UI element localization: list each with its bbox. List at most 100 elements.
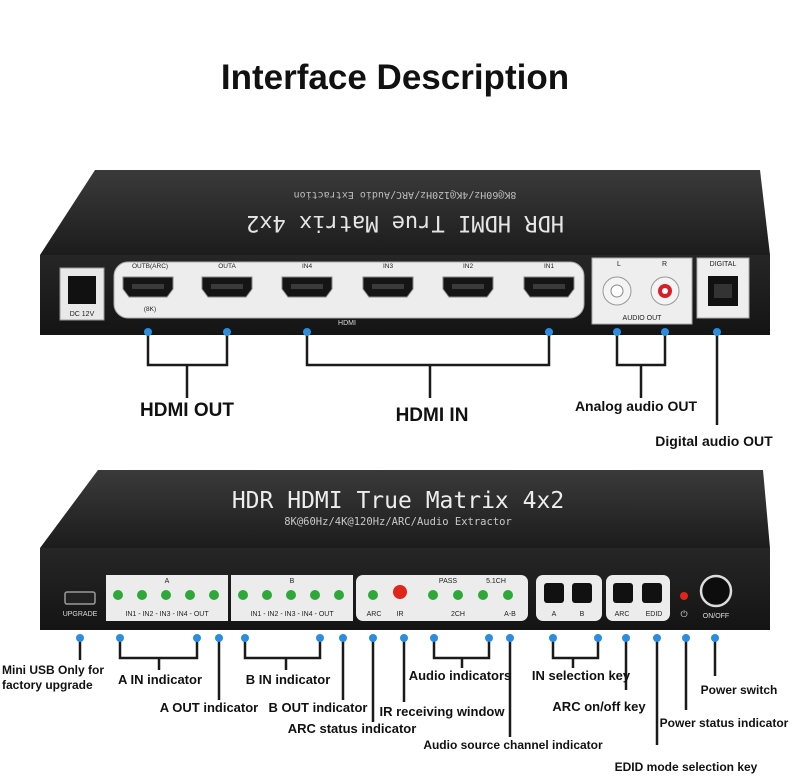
callout-hdmi-out: HDMI OUT: [140, 400, 234, 421]
rca-right-center-icon: [662, 288, 668, 294]
power-symbol-icon: ⏻: [680, 609, 687, 620]
hdmi-port-pins-icon: [372, 284, 404, 289]
dot-icon: [116, 634, 124, 642]
callout-edid-key: EDID mode selection key: [614, 760, 758, 774]
dot-icon: [369, 634, 377, 642]
led-indicator-icon: [262, 590, 272, 600]
green-leds: [113, 590, 513, 600]
rear-callout-dots: [144, 328, 721, 336]
rear-panel: HDR HDMI True Matrix 4x2 8K@60Hz/4K@120H…: [40, 170, 770, 335]
key-edid-label: EDID: [646, 611, 663, 618]
dot-icon: [223, 328, 231, 336]
group-a-led-labels: IN1 - IN2 - IN3 - IN4 - OUT: [125, 611, 209, 618]
key-arc-button[interactable]: [613, 583, 633, 603]
hdmi-port-pins-icon: [452, 284, 484, 289]
dot-icon: [144, 328, 152, 336]
callout-a-out: A OUT indicator: [159, 700, 259, 715]
callout-power-status: Power status indicator: [659, 716, 789, 730]
ir-label: IR: [397, 611, 404, 618]
front-product-name: HDR HDMI True Matrix 4x2: [232, 488, 564, 514]
led-indicator-icon: [286, 590, 296, 600]
line-analog: [615, 332, 667, 367]
rear-top-face: [40, 170, 770, 255]
line-b-in: [243, 638, 322, 660]
hdmi-ports: [122, 276, 575, 298]
group-b-led-labels: IN1 - IN2 - IN3 - IN4 - OUT: [250, 611, 334, 618]
port-label-in3: IN3: [383, 263, 394, 270]
led-indicator-icon: [453, 590, 463, 600]
callout-audio-source: Audio source channel indicator: [423, 738, 603, 752]
front-callout-lines: [78, 638, 717, 745]
key-b-label: B: [580, 611, 585, 618]
dot-icon: [653, 634, 661, 642]
digital-label: DIGITAL: [710, 261, 737, 268]
callout-arc-status: ARC status indicator: [287, 721, 417, 736]
front-panel: HDR HDMI True Matrix 4x2 8K@60Hz/4K@120H…: [40, 470, 770, 630]
led-indicator-icon: [238, 590, 248, 600]
led-indicator-icon: [428, 590, 438, 600]
dot-icon: [682, 634, 690, 642]
line-in-select: [551, 638, 600, 660]
dot-icon: [594, 634, 602, 642]
hdmi-port-pins-icon: [291, 284, 323, 289]
power-switch-button[interactable]: [699, 574, 733, 608]
key-edid-button[interactable]: [642, 583, 662, 603]
rear-product-sub: 8K@60Hz/4K@120Hz/ARC/Audio Extraction: [294, 189, 517, 200]
led-indicator-icon: [503, 590, 513, 600]
hdmi-port-pins-icon: [132, 284, 164, 289]
dot-icon: [711, 634, 719, 642]
dot-icon: [485, 634, 493, 642]
audio-r-label: R: [662, 261, 667, 268]
dot-icon: [193, 634, 201, 642]
key-b-button[interactable]: [572, 583, 592, 603]
led-indicator-icon: [137, 590, 147, 600]
port-label-in1: IN1: [544, 263, 555, 270]
hdmi-port-pins-icon: [211, 284, 243, 289]
port-label-outa: OUTA: [218, 263, 236, 270]
line-audio-ind: [432, 638, 491, 660]
dot-icon: [339, 634, 347, 642]
led-indicator-icon: [310, 590, 320, 600]
dot-icon: [622, 634, 630, 642]
key-a-button[interactable]: [544, 583, 564, 603]
dot-icon: [506, 634, 514, 642]
dot-icon: [545, 328, 553, 336]
led-indicator-icon: [161, 590, 171, 600]
ch2-label: 2CH: [451, 611, 465, 618]
callout-b-out: B OUT indicator: [268, 700, 368, 715]
callout-in-selection: IN selection key: [531, 668, 631, 683]
front-callout-dots: [76, 634, 719, 642]
front-top-face: [40, 470, 770, 548]
callout-ir-window: IR receiving window: [379, 704, 505, 719]
rear-callout-lines: [146, 332, 719, 425]
ch51-label: 5.1CH: [486, 578, 506, 585]
key-a-label: A: [552, 611, 557, 618]
mini-usb-port-icon: [64, 591, 96, 605]
power-label: ON/OFF: [703, 613, 729, 620]
hdmi-port-pins-icon: [533, 284, 565, 289]
led-indicator-icon: [334, 590, 344, 600]
dot-icon: [400, 634, 408, 642]
pass-label: PASS: [439, 578, 457, 585]
dot-icon: [241, 634, 249, 642]
dot-icon: [303, 328, 311, 336]
callout-analog-audio-out: Analog audio OUT: [574, 398, 698, 414]
rca-left-center-icon: [610, 284, 624, 298]
audio-l-label: L: [617, 261, 621, 268]
dot-icon: [549, 634, 557, 642]
callout-arc-key: ARC on/off key: [552, 699, 646, 714]
dc-jack-icon: [68, 276, 96, 304]
led-indicator-icon: [113, 590, 123, 600]
dc-label: DC 12V: [70, 311, 95, 318]
front-product-sub: 8K@60Hz/4K@120Hz/ARC/Audio Extractor: [284, 516, 512, 528]
callout-a-in: A IN indicator: [117, 672, 203, 687]
power-status-led: [680, 592, 688, 600]
toslink-inner-icon: [714, 284, 732, 298]
hdmi-panel: [113, 261, 585, 319]
dot-icon: [661, 328, 669, 336]
page-title: Interface Description: [220, 58, 570, 97]
port-label-in4: IN4: [302, 263, 313, 270]
callout-audio-indicators: Audio indicators: [408, 668, 512, 683]
dot-icon: [316, 634, 324, 642]
